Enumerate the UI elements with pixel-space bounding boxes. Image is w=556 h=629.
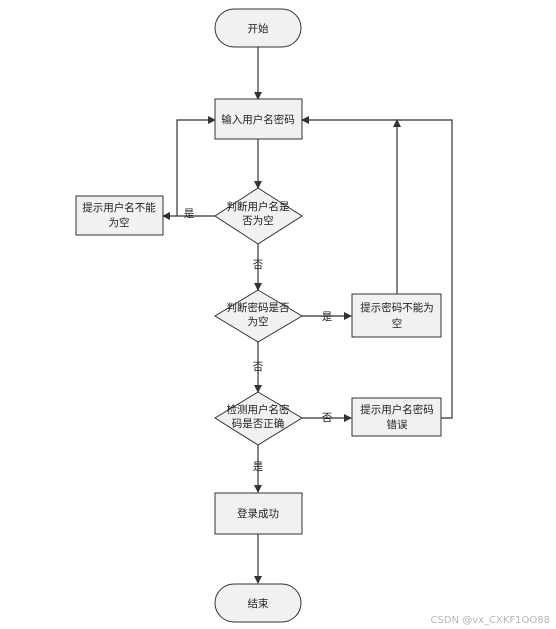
prompt-password-empty-line2: 空: [392, 317, 403, 330]
prompt-username-empty-line1: 提示用户名不能: [82, 201, 156, 214]
prompt-error-line2: 错误: [387, 418, 408, 431]
check-password-line1: 判断密码是否: [227, 301, 290, 314]
edge-label-username-yes: 是: [184, 208, 195, 220]
end-label: 结束: [248, 597, 269, 610]
input-process: 输入用户名密码: [214, 98, 303, 140]
end-terminal: 结束: [214, 583, 302, 623]
edge-username-prompt-back: [176, 116, 216, 216]
check-password-decision: 判断密码是否 为空: [214, 289, 303, 343]
input-label: 输入用户名密码: [221, 113, 295, 126]
prompt-error-line1: 提示用户名密码: [360, 403, 434, 416]
edge-label-verify-yes: 是: [253, 461, 264, 473]
edge-label-password-no: 否: [253, 361, 264, 373]
start-terminal: 开始: [214, 8, 302, 48]
prompt-password-empty-line1: 提示密码不能为: [360, 301, 434, 314]
edge-error-back: [301, 116, 453, 419]
check-username-line1: 判断用户名是: [227, 200, 290, 213]
edge-labels: 是 否 是 否 否 是: [184, 208, 333, 473]
success-label: 登录成功: [237, 507, 279, 520]
edge-label-username-no: 否: [253, 259, 264, 271]
watermark: CSDN @vx_CXKF1OO88: [431, 615, 551, 626]
prompt-password-empty-process: 提示密码不能为 空: [351, 293, 442, 338]
login-success-process: 登录成功: [214, 492, 303, 535]
prompt-username-empty-line2: 为空: [109, 216, 130, 229]
verify-line2: 码是否正确: [232, 417, 285, 430]
check-username-decision: 判断用户名是 否为空: [214, 187, 303, 245]
verify-line1: 检测用户名密: [227, 403, 290, 416]
prompt-error-process: 提示用户名密码 错误: [351, 397, 442, 437]
connectors: [162, 47, 453, 584]
check-username-line2: 否为空: [242, 214, 274, 227]
verify-credentials-decision: 检测用户名密 码是否正确: [214, 391, 303, 446]
start-label: 开始: [248, 22, 269, 35]
edge-label-verify-no: 否: [322, 412, 333, 424]
edge-label-password-yes: 是: [322, 311, 333, 323]
check-password-line2: 为空: [248, 315, 269, 328]
prompt-username-empty-process: 提示用户名不能 为空: [75, 195, 164, 236]
